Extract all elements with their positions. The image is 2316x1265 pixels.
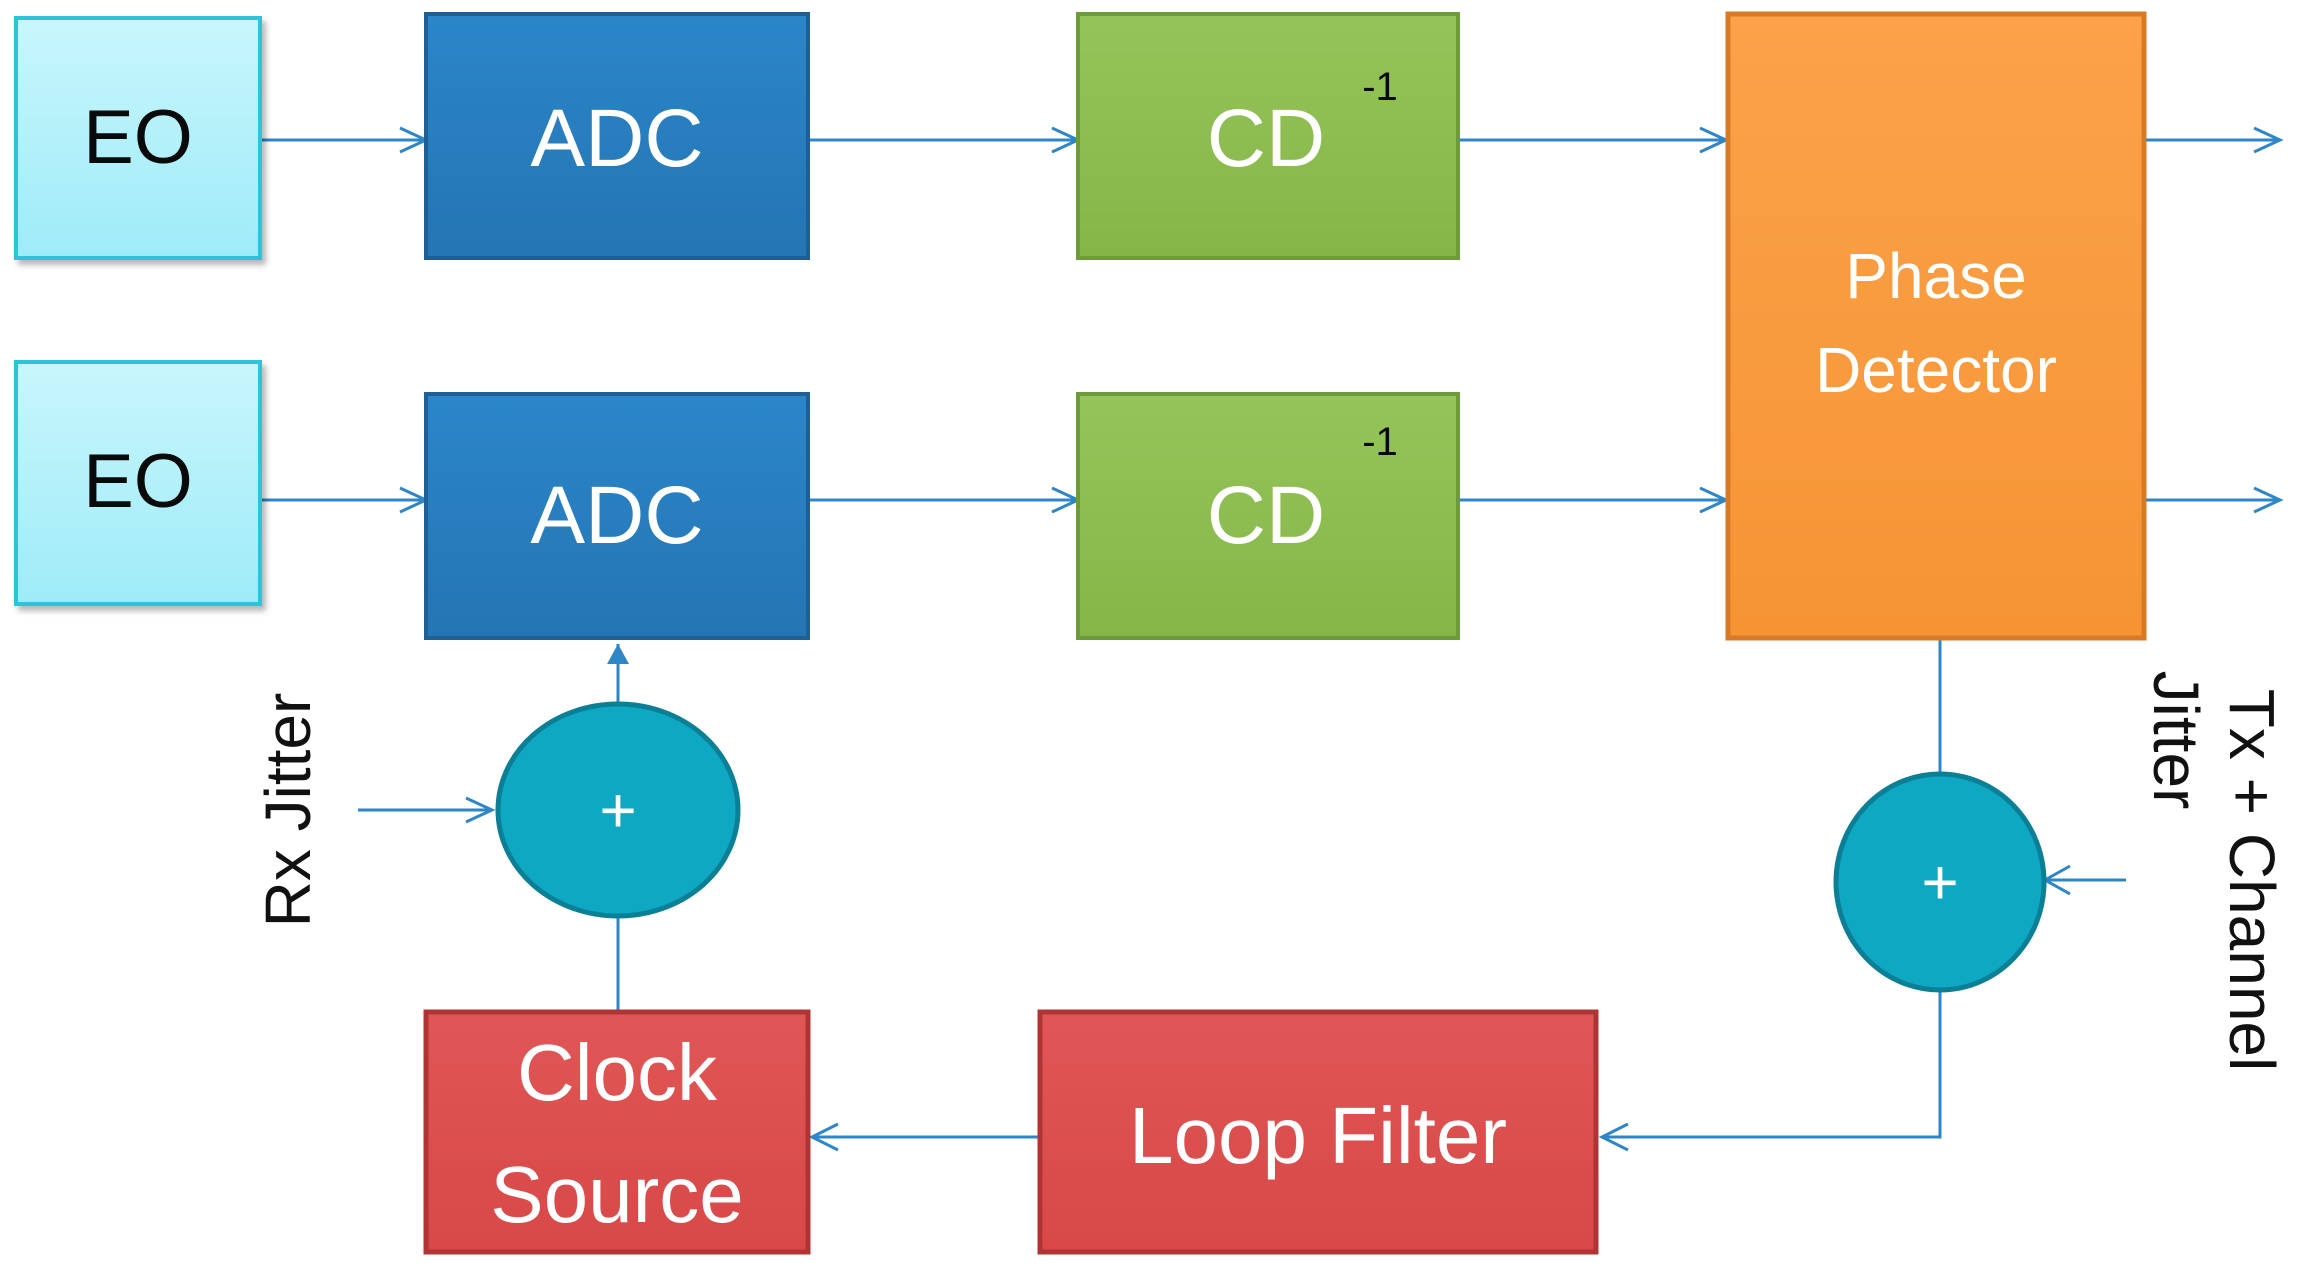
tx-channel-jitter-label: Tx + Channel Jitter (2140, 671, 2288, 1072)
connectors (260, 126, 2284, 1152)
wire-tx-sum-to-loop-filter (1602, 992, 1942, 1139)
clock-source-label-line2: Source (490, 1150, 743, 1239)
tx-channel-jitter-label-line1: Tx + Channel (2216, 689, 2288, 1071)
cd-inverse-block-top[interactable]: CD -1 (1076, 12, 1460, 260)
cd-superscript-top: -1 (1362, 65, 1398, 109)
rx-summer-plus-icon: + (599, 774, 636, 846)
arrowhead-into-loop-filter (1598, 1122, 1629, 1152)
adc-label-bottom: ADC (530, 470, 703, 561)
rx-jitter-label: Rx Jitter (252, 693, 324, 928)
cd-superscript-bottom: -1 (1362, 420, 1398, 464)
tx-summer-plus-icon: + (1921, 846, 1958, 918)
adc-block-bottom[interactable]: ADC (424, 392, 810, 640)
clock-source-label-line1: Clock (517, 1028, 718, 1117)
adc-block-top[interactable]: ADC (424, 12, 810, 260)
cd-label-bottom: CD (1207, 470, 1325, 561)
eo-label-bottom: EO (83, 439, 193, 524)
cd-label-top: CD (1207, 93, 1325, 184)
eo-block-top[interactable]: EO (14, 16, 262, 260)
rx-jitter-summer[interactable]: + (495, 701, 741, 919)
adc-label-top: ADC (530, 93, 703, 184)
phase-detector-block[interactable]: Phase Detector (1725, 11, 2147, 641)
phase-detector-label-line2: Detector (1815, 334, 2057, 406)
arrowhead-into-adc-bottom-clock (607, 644, 629, 664)
tx-channel-jitter-summer[interactable]: + (1833, 771, 2047, 993)
tx-channel-jitter-label-line2: Jitter (2140, 671, 2212, 810)
arrowhead-into-clock-source (808, 1122, 839, 1152)
cd-inverse-block-bottom[interactable]: CD -1 (1076, 392, 1460, 640)
loop-filter-label: Loop Filter (1129, 1091, 1507, 1180)
eo-label-top: EO (83, 95, 193, 180)
arrowhead-output-top (2253, 126, 2284, 154)
clock-source-block[interactable]: Clock Source (423, 1009, 811, 1255)
eo-block-bottom[interactable]: EO (14, 360, 262, 606)
phase-detector-label-line1: Phase (1845, 240, 2026, 312)
arrowhead-output-bottom (2253, 486, 2284, 514)
arrowhead-into-rx-sum (465, 796, 496, 824)
loop-filter-block[interactable]: Loop Filter (1037, 1009, 1599, 1255)
